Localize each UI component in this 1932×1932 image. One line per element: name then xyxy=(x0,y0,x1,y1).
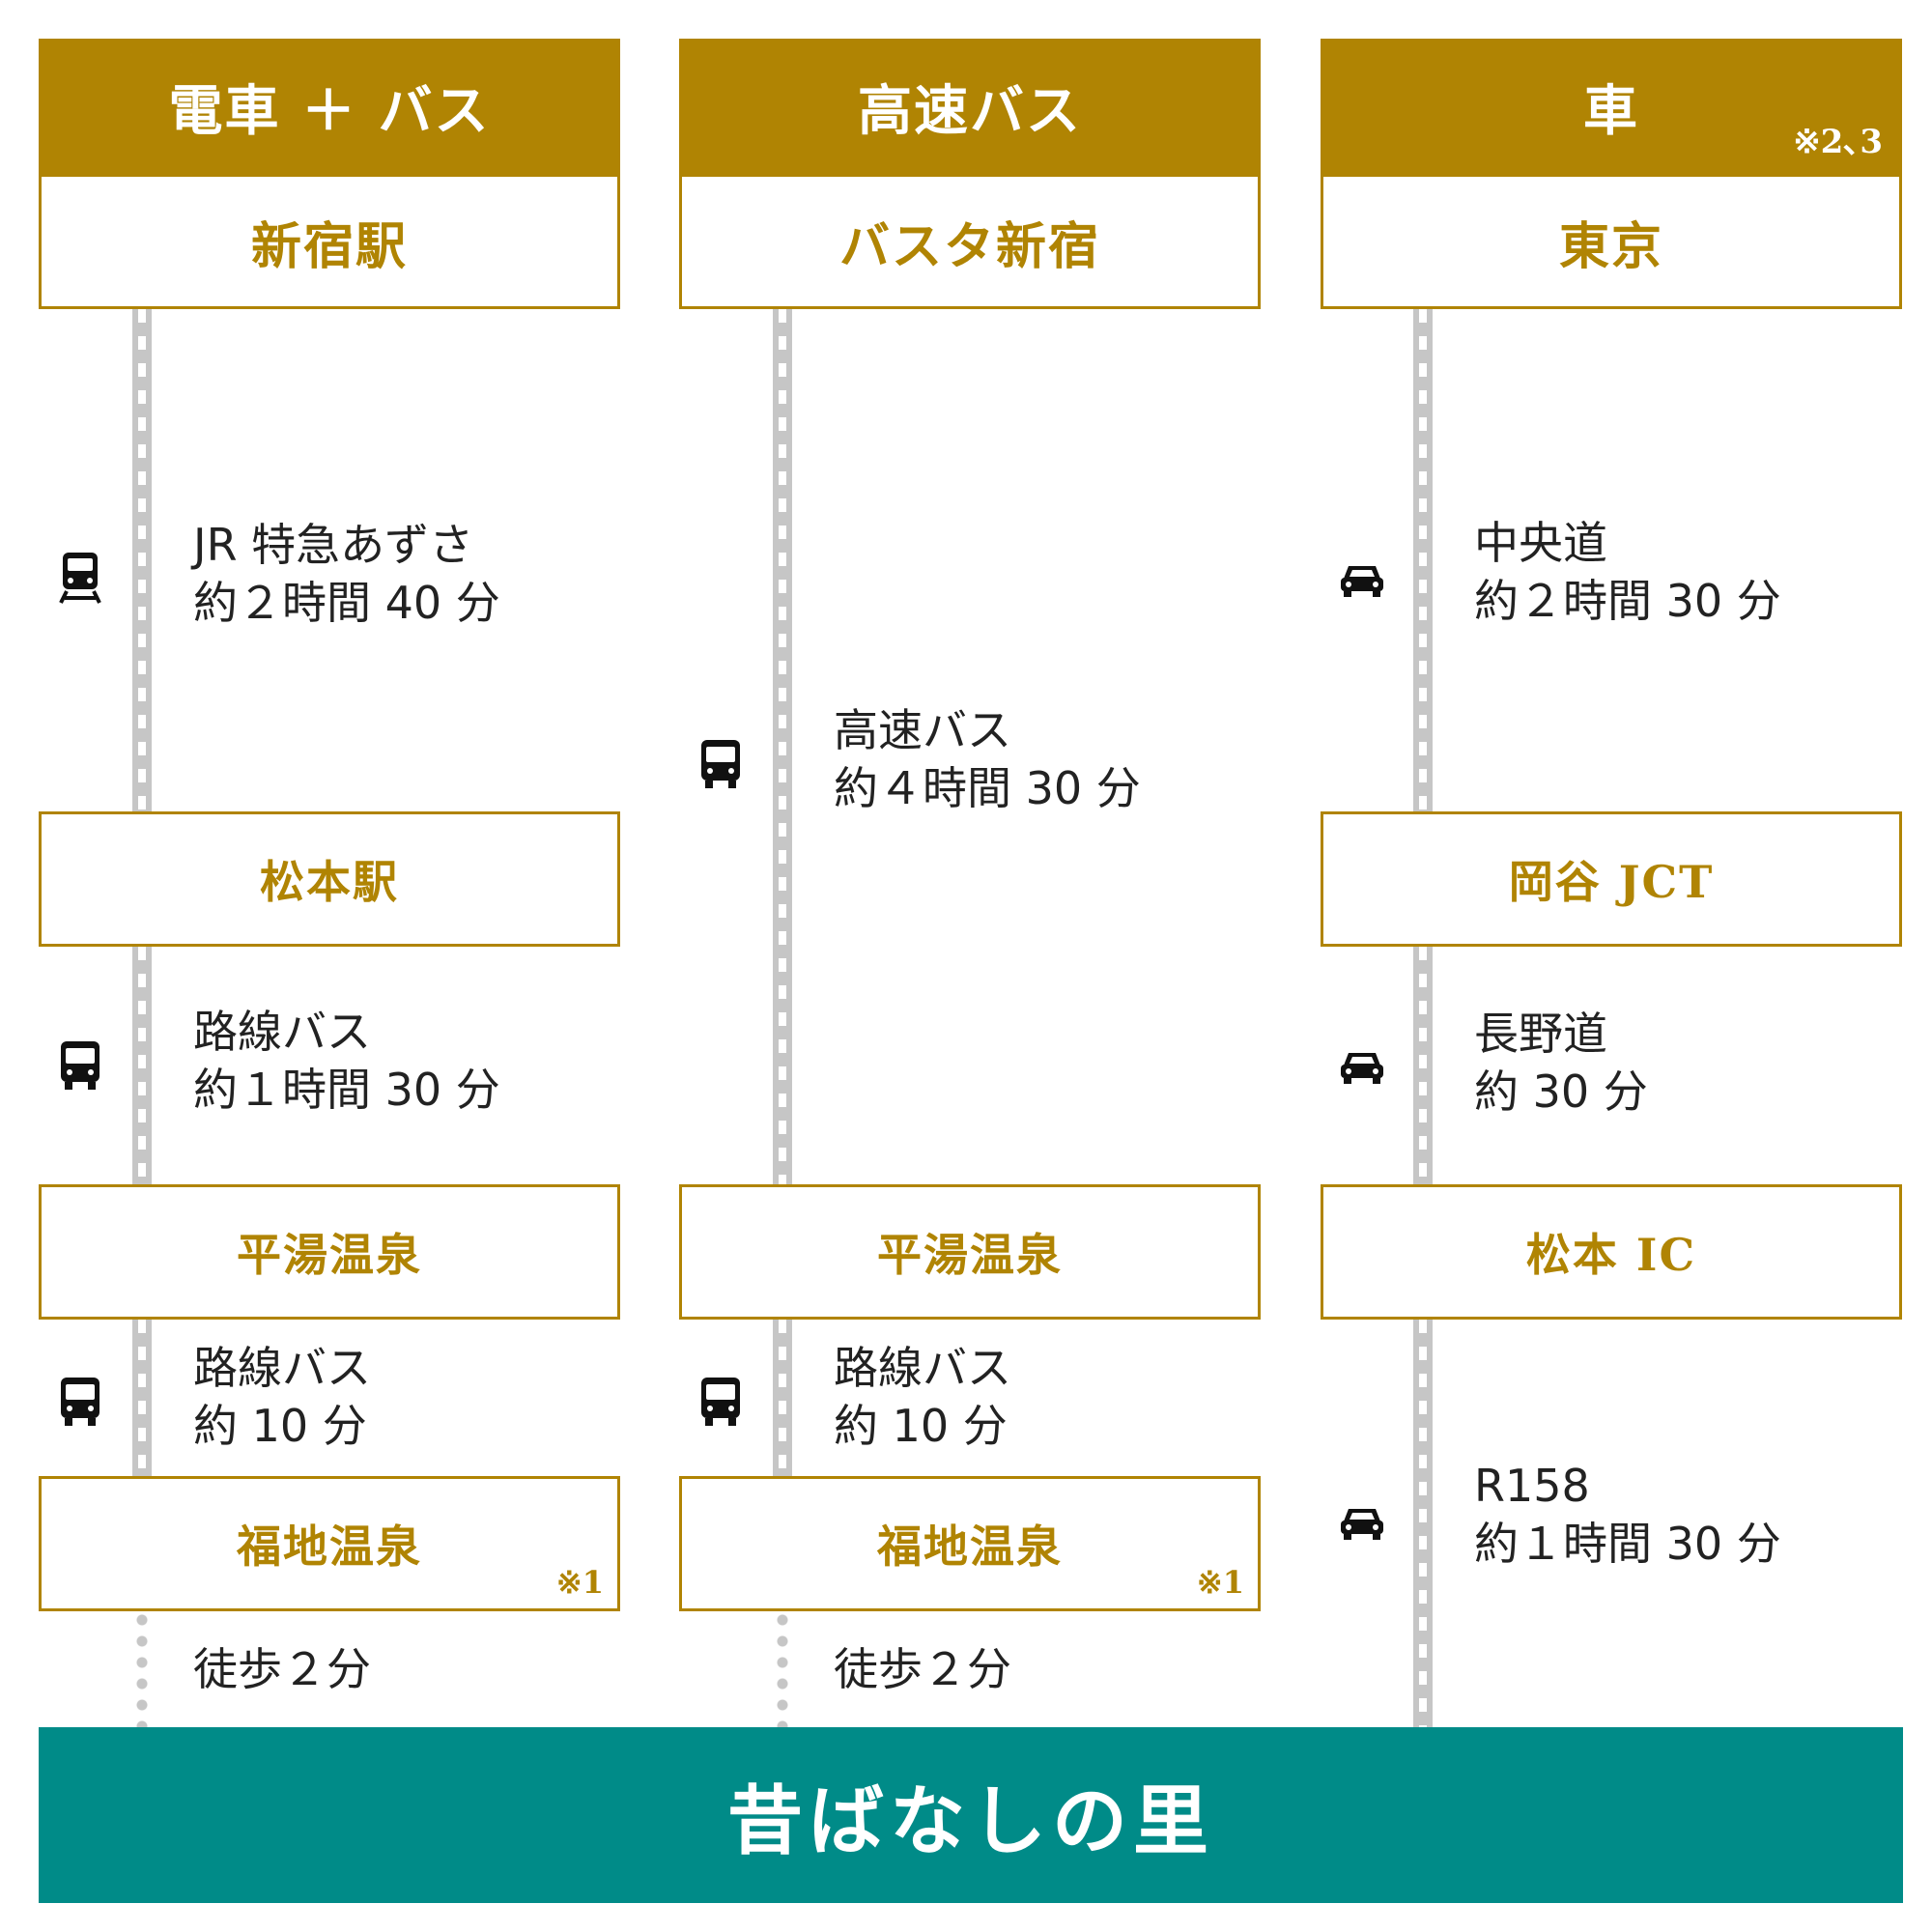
stop-matsumoto-ic: 松本 IC xyxy=(1321,1184,1902,1320)
destination-banner: 昔ばなしの里 xyxy=(39,1727,1903,1903)
route-name: JR 特急あずさ xyxy=(193,519,474,571)
column-header-label: 電車 ＋ バス xyxy=(168,78,491,143)
column-header-train-bus: 電車 ＋ バス xyxy=(39,39,620,174)
route-name: 路線バス xyxy=(834,1342,1011,1394)
train-icon xyxy=(57,551,103,605)
stop-label: 松本 IC xyxy=(1525,1229,1697,1281)
walking-path-dots xyxy=(777,1613,788,1727)
column-header-label: 車 xyxy=(1583,78,1639,143)
stop-shinjuku-station: 新宿駅 xyxy=(39,174,620,309)
route-name: 路線バス xyxy=(193,1342,371,1394)
car-icon xyxy=(1339,1495,1385,1549)
segment-text: 路線バス 約 10 分 xyxy=(834,1339,1011,1455)
stop-label: 岡谷 JCT xyxy=(1508,856,1715,908)
travel-time: 約２時間 30 分 xyxy=(1474,575,1781,627)
footnote-mark: ※1 xyxy=(555,1564,604,1601)
stop-hirayu-onsen: 平湯温泉 xyxy=(679,1184,1261,1320)
stop-label: 福地温泉 xyxy=(877,1520,1063,1573)
bus-icon xyxy=(697,1374,744,1428)
walking-time: 徒歩２分 xyxy=(193,1643,371,1695)
route-line-rail xyxy=(132,309,152,811)
travel-time: 約 30 分 xyxy=(1474,1065,1648,1118)
stop-label: 新宿駅 xyxy=(250,216,408,276)
route-name: 路線バス xyxy=(193,1006,371,1058)
stop-okaya-jct: 岡谷 JCT xyxy=(1321,811,1902,947)
route-line-road xyxy=(1413,947,1433,1184)
stop-label: 平湯温泉 xyxy=(237,1229,422,1281)
travel-time: 約２時間 40 分 xyxy=(193,577,500,629)
route-name: 中央道 xyxy=(1474,517,1607,569)
route-line-road xyxy=(132,947,152,1184)
travel-time: 約１時間 30 分 xyxy=(1474,1518,1781,1570)
segment-text: 長野道 約 30 分 xyxy=(1474,1005,1648,1121)
route-name: 高速バス xyxy=(834,704,1011,756)
bus-icon xyxy=(57,1037,103,1092)
route-line-road xyxy=(773,309,792,1184)
route-line-road xyxy=(1413,309,1433,811)
stop-fukuji-onsen: 福地温泉 ※1 xyxy=(39,1476,620,1611)
travel-time: 約４時間 30 分 xyxy=(834,762,1141,814)
segment-text: 徒歩２分 xyxy=(834,1640,1011,1698)
bus-icon xyxy=(57,1374,103,1428)
stop-label: 東京 xyxy=(1558,216,1663,276)
stop-label: 松本駅 xyxy=(260,856,399,908)
segment-text: 高速バス 約４時間 30 分 xyxy=(834,701,1141,817)
route-line-road xyxy=(132,1320,152,1476)
route-name: 長野道 xyxy=(1474,1008,1607,1060)
stop-matsumoto-station: 松本駅 xyxy=(39,811,620,947)
travel-time: 約 10 分 xyxy=(193,1400,367,1452)
destination-label: 昔ばなしの里 xyxy=(726,1777,1214,1865)
segment-text: 徒歩２分 xyxy=(193,1640,371,1698)
column-header-note: ※2､3 xyxy=(1793,123,1883,161)
column-header-highway-bus: 高速バス xyxy=(679,39,1261,174)
footnote-mark: ※1 xyxy=(1196,1564,1244,1601)
stop-label: バスタ新宿 xyxy=(838,216,1100,276)
walking-time: 徒歩２分 xyxy=(834,1643,1011,1695)
stop-fukuji-onsen: 福地温泉 ※1 xyxy=(679,1476,1261,1611)
stop-tokyo: 東京 xyxy=(1321,174,1902,309)
stop-label: 福地温泉 xyxy=(237,1520,422,1573)
route-line-road xyxy=(1413,1320,1433,1727)
travel-time: 約 10 分 xyxy=(834,1400,1008,1452)
walking-path-dots xyxy=(136,1613,148,1727)
car-icon xyxy=(1339,553,1385,607)
segment-text: 路線バス 約 10 分 xyxy=(193,1339,371,1455)
stop-hirayu-onsen: 平湯温泉 xyxy=(39,1184,620,1320)
route-name: R158 xyxy=(1474,1460,1590,1512)
column-header-label: 高速バス xyxy=(858,78,1082,143)
stop-busta-shinjuku: バスタ新宿 xyxy=(679,174,1261,309)
car-icon xyxy=(1339,1039,1385,1094)
column-header-car: 車 ※2､3 xyxy=(1321,39,1902,174)
travel-time: 約１時間 30 分 xyxy=(193,1064,500,1116)
bus-icon xyxy=(697,736,744,790)
segment-text: R158 約１時間 30 分 xyxy=(1474,1457,1781,1573)
segment-text: JR 特急あずさ 約２時間 40 分 xyxy=(193,516,500,632)
route-line-road xyxy=(773,1320,792,1476)
segment-text: 路線バス 約１時間 30 分 xyxy=(193,1003,500,1119)
segment-text: 中央道 約２時間 30 分 xyxy=(1474,514,1781,630)
stop-label: 平湯温泉 xyxy=(877,1229,1063,1281)
